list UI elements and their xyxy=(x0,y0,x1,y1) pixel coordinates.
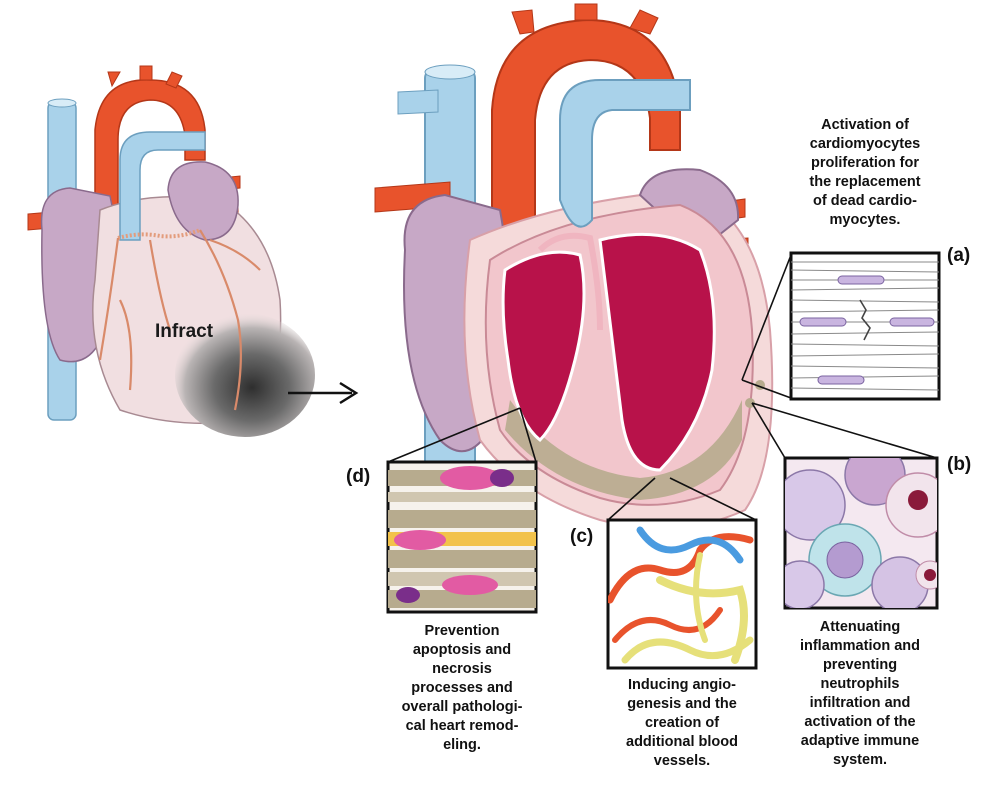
panel-a-inset xyxy=(791,253,939,399)
infarct-label: Infract xyxy=(155,321,213,343)
panel-b-inset xyxy=(775,445,950,613)
panel-a-label: (a) xyxy=(947,245,970,267)
panel-d-label: (d) xyxy=(346,466,370,488)
panel-c-caption: Inducing angio- genesis and the creation… xyxy=(600,676,764,771)
small-heart xyxy=(28,66,315,437)
panel-c-label: (c) xyxy=(570,526,593,548)
panel-b-caption: Attenuating inflammation and preventing … xyxy=(772,618,948,770)
panel-d-inset xyxy=(388,462,536,612)
panel-a-caption: Activation of cardiomyocytes proliferati… xyxy=(790,116,940,230)
panel-d-caption: Prevention apoptosis and necrosis proces… xyxy=(378,622,546,755)
panel-b-label: (b) xyxy=(947,454,971,476)
panel-c-inset xyxy=(608,520,756,668)
large-heart xyxy=(375,4,772,528)
